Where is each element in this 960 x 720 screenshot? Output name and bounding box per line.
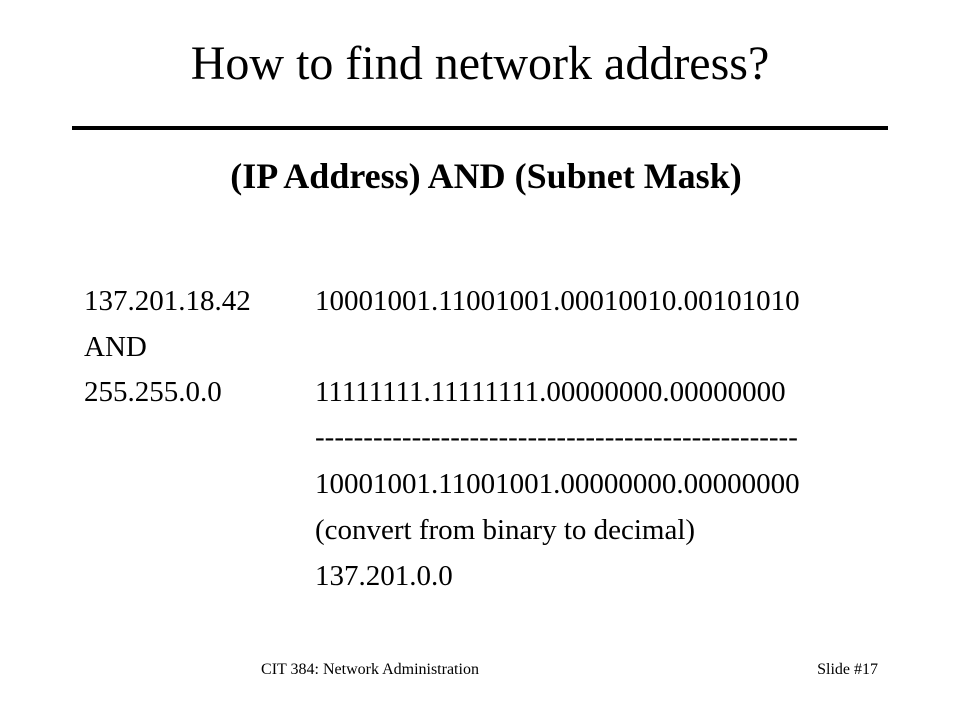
network-address-decimal: 137.201.0.0 — [315, 560, 453, 592]
ip-address-decimal: 137.201.18.42 — [84, 285, 251, 317]
slide-title: How to find network address? — [190, 37, 770, 90]
conversion-note: (convert from binary to decimal) — [315, 514, 696, 546]
result-separator-line: ----------------------------------------… — [315, 421, 798, 453]
and-operator: AND — [84, 331, 147, 363]
footer-slide-number: Slide #17 — [817, 661, 878, 678]
subnet-mask-binary: 11111111.11111111.00000000.00000000 — [315, 376, 786, 408]
title-underline-divider — [72, 126, 888, 130]
subnet-mask-decimal: 255.255.0.0 — [84, 376, 222, 408]
slide-subtitle: (IP Address) AND (Subnet Mask) — [230, 156, 742, 196]
footer-course-name: CIT 384: Network Administration — [261, 661, 479, 678]
network-address-binary: 10001001.11001001.00000000.00000000 — [315, 468, 800, 500]
ip-address-binary: 10001001.11001001.00010010.00101010 — [315, 285, 800, 317]
